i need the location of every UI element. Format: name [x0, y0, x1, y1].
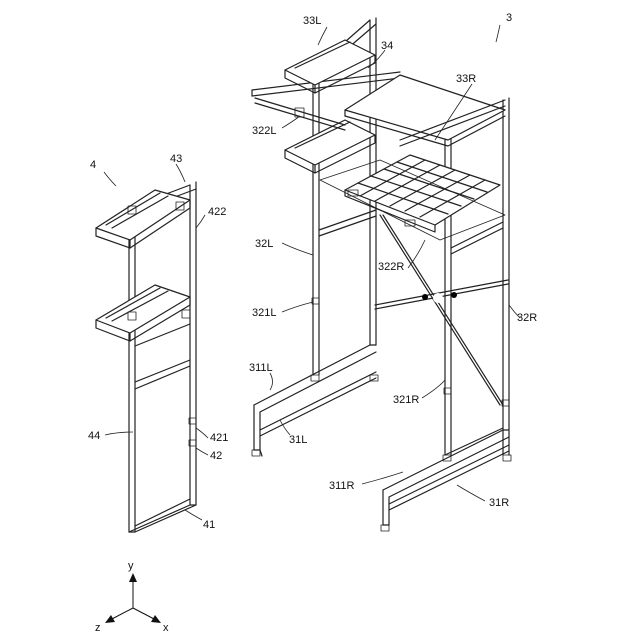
label-43: 43 [170, 153, 182, 165]
rack-unit-3 [252, 18, 511, 531]
y-axis-arrow-icon [129, 573, 137, 582]
label-34: 34 [381, 40, 393, 52]
label-322L: 322L [252, 125, 276, 137]
axis-label-x: x [163, 622, 169, 634]
label-311L: 311L [249, 362, 273, 374]
axis-label-y: y [128, 560, 134, 572]
z-axis-line [110, 608, 133, 620]
coordinate-axes: y z x [95, 560, 169, 634]
label-4: 4 [90, 159, 96, 171]
rack-unit-4 [96, 182, 196, 532]
label-322R: 322R [378, 261, 404, 273]
label-311R: 311R [329, 480, 355, 492]
z-axis-arrow-icon [105, 615, 115, 623]
label-3: 3 [506, 12, 512, 24]
label-42: 42 [210, 450, 222, 462]
label-421: 421 [210, 432, 228, 444]
axis-label-z: z [95, 622, 101, 634]
label-44: 44 [88, 430, 100, 442]
label-321L: 321L [252, 307, 276, 319]
label-33R: 33R [456, 73, 476, 85]
label-31L: 31L [289, 434, 307, 446]
label-32R: 32R [517, 312, 537, 324]
label-41: 41 [203, 519, 215, 531]
label-321R: 321R [393, 394, 419, 406]
x-axis-line [133, 608, 156, 620]
label-422: 422 [208, 206, 226, 218]
label-31R: 31R [489, 497, 509, 509]
label-33L: 33L [303, 15, 321, 27]
label-32L: 32L [255, 238, 273, 250]
x-axis-arrow-icon [151, 615, 161, 623]
